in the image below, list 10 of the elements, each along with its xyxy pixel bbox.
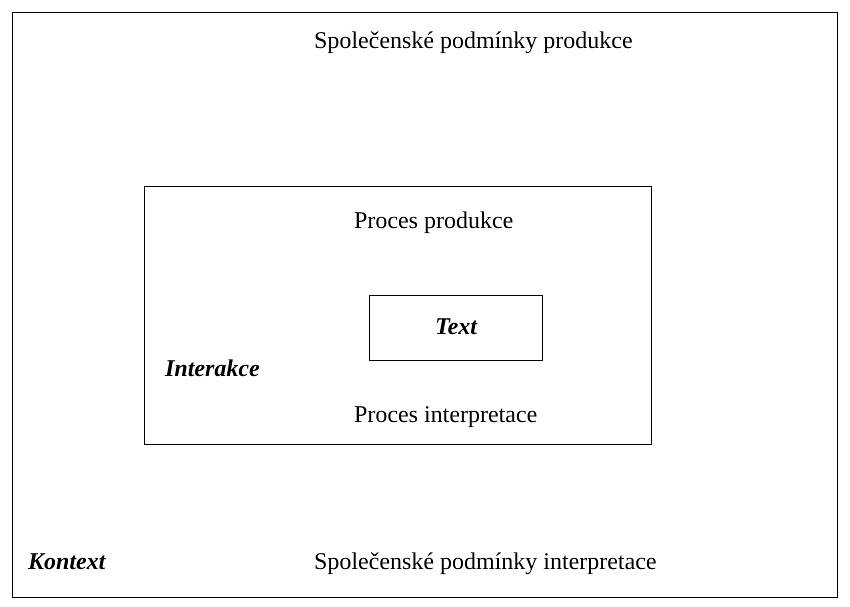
inner-box	[369, 295, 543, 361]
outer-box	[12, 12, 838, 598]
box-label: Interakce	[165, 355, 260, 383]
box-label: Text	[435, 313, 477, 341]
box-heading: Společenské podmínky interpretace	[314, 548, 657, 576]
middle-box	[144, 186, 652, 445]
box-heading: Proces interpretace	[354, 401, 538, 429]
box-label: Kontext	[28, 548, 106, 576]
box-heading: Proces produkce	[354, 207, 514, 235]
box-heading: Společenské podmínky produkce	[314, 27, 633, 55]
